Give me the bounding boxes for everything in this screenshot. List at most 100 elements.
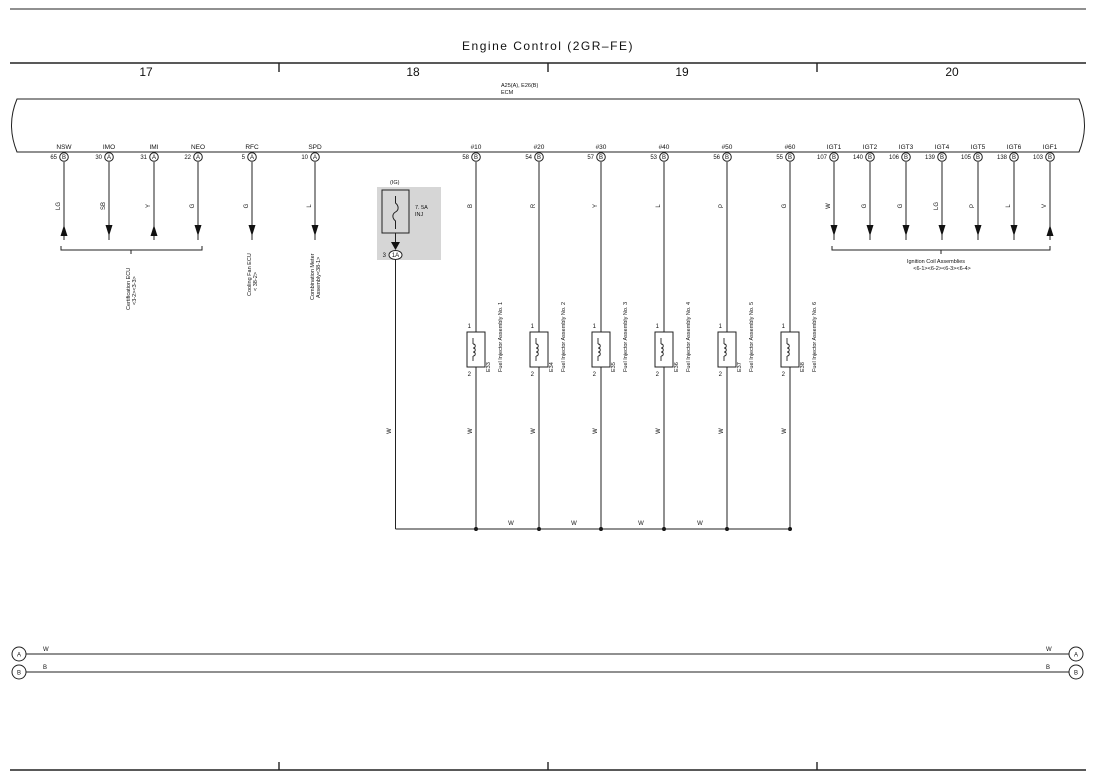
pin-wire-color: L: [1006, 204, 1012, 208]
pin-connector-marker: [471, 152, 481, 162]
pin-wire-color: SB: [101, 202, 107, 210]
pin-name: IGF1: [1043, 144, 1058, 151]
line-b-left-wire: B: [43, 665, 47, 671]
line-b-right-letter: B: [1074, 671, 1078, 677]
pin-number: 138: [997, 155, 1008, 161]
coil-icon: [597, 343, 601, 357]
bus-wire-color: W: [571, 521, 577, 527]
injector-body: [717, 331, 737, 368]
pin-connector-code: A: [152, 155, 156, 161]
pin-name: #20: [534, 144, 545, 151]
arrow-down-icon: [866, 225, 874, 236]
injector-wire-color: W: [656, 428, 662, 434]
injector-wire-color: W: [468, 428, 474, 434]
pin-name: IGT2: [863, 144, 878, 151]
injector-body: [780, 331, 800, 368]
injector-name: Fuel Injector Assembly No. 4: [686, 302, 692, 372]
pin-name: IGT3: [899, 144, 914, 151]
injector-pin-bottom: 2: [719, 372, 723, 378]
injector-body: [466, 331, 486, 368]
pin-connector-marker: [596, 152, 606, 162]
fuse-connector-code: 1A: [392, 253, 399, 259]
injector-code: E37: [737, 362, 743, 372]
ecm-box: [11, 98, 1085, 153]
pin-name: IMI: [149, 144, 158, 151]
pin-wire-color: P: [719, 204, 725, 208]
pin-connector-code: B: [976, 155, 980, 161]
pin-number: 58: [462, 155, 469, 161]
pin-connector-marker: [149, 152, 159, 162]
fuse-pin-number: 3: [383, 253, 387, 259]
fuel-injector: 1 2 E37 Fuel Injector Assembly No. 5 W: [717, 302, 755, 531]
cooling-fan-label: Cooling Fan ECU: [247, 253, 253, 296]
arrow-down-icon: [105, 225, 113, 236]
arrow-down-icon: [194, 225, 202, 236]
ecm-label: ECM: [501, 90, 514, 96]
pin-connector-code: B: [788, 155, 792, 161]
line-b-right-marker: [1068, 664, 1084, 680]
pin-connector-marker: [247, 152, 257, 162]
pin-connector-code: B: [940, 155, 944, 161]
coil-icon: [660, 343, 664, 357]
pin-connector-marker: [659, 152, 669, 162]
injector-pin-top: 1: [719, 324, 723, 330]
injector-pin-top: 1: [531, 324, 535, 330]
injector-code: E38: [800, 362, 806, 372]
ignition-coil-ref: <6-1><6-2><6-3><6-4>: [913, 266, 971, 272]
injector-name: Fuel Injector Assembly No. 1: [498, 302, 504, 372]
bus-wire-color: W: [508, 521, 514, 527]
arrow-down-icon: [830, 225, 838, 236]
pin-name: IGT6: [1007, 144, 1022, 151]
injector-body: [529, 331, 549, 368]
pin-connector-code: B: [1012, 155, 1016, 161]
pin-connector-code: B: [474, 155, 478, 161]
certification-ecu-ref: <3-2><3-3>: [132, 276, 138, 305]
pin-wire-color: P: [970, 204, 976, 208]
ignition-coil-label: Ignition Coil Assemblies: [907, 259, 965, 265]
pin-wire-color: V: [1042, 204, 1048, 208]
coil-icon: [472, 343, 476, 357]
pin-connector-code: A: [196, 155, 200, 161]
diagram-title: Engine Control (2GR–FE): [462, 39, 634, 53]
injector-name: Fuel Injector Assembly No. 3: [623, 302, 629, 372]
injector-name: Fuel Injector Assembly No. 6: [812, 302, 818, 372]
injector-code: E36: [674, 362, 680, 372]
pin-name: NSW: [56, 144, 72, 151]
injector-name: Fuel Injector Assembly No. 5: [749, 302, 755, 372]
pin-connector-code: B: [599, 155, 603, 161]
pin-wire-color: L: [656, 204, 662, 208]
injector-pin-bottom: 2: [656, 372, 660, 378]
pin-name: IGT1: [827, 144, 842, 151]
injector-wire-color: W: [719, 428, 725, 434]
pin-connector-code: B: [62, 155, 66, 161]
pin-connector-marker: [829, 152, 839, 162]
coil-icon: [786, 343, 790, 357]
pin-wire-color: Y: [593, 204, 599, 208]
arrow-up-icon: [60, 225, 68, 236]
pin-number: 105: [961, 155, 972, 161]
line-a-left-wire: W: [43, 647, 49, 653]
pin-number: 107: [817, 155, 828, 161]
through-line-a: A A W W: [11, 646, 1084, 662]
pin-connector-marker: [310, 152, 320, 162]
pin-connector-marker: [1045, 152, 1055, 162]
pin-number: 65: [50, 155, 57, 161]
certification-bracket: [60, 246, 203, 251]
pin-connector-code: B: [832, 155, 836, 161]
arrow-up-icon: [1046, 225, 1054, 236]
injector-wire-color: W: [782, 428, 788, 434]
injector-name: Fuel Injector Assembly No. 2: [561, 302, 567, 372]
pin-name: NEO: [191, 144, 205, 151]
pin-connector-code: A: [250, 155, 254, 161]
pin-name: RFC: [245, 144, 259, 151]
pin-wire-color: R: [531, 203, 537, 208]
pin-wire-color: LG: [934, 202, 940, 210]
pin-number: 5: [242, 155, 246, 161]
pin-number: 140: [853, 155, 864, 161]
pin-name: SPD: [308, 144, 322, 151]
